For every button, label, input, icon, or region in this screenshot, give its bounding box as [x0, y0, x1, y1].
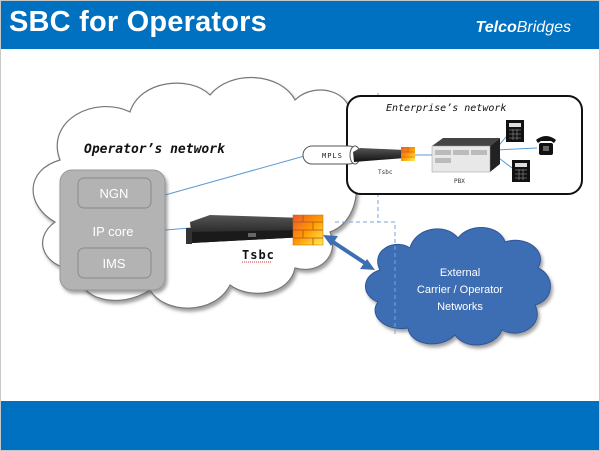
ims-label: IMS [102, 256, 125, 271]
pbx-label: PBX [454, 178, 465, 185]
enterprise-network-label: Enterprise’s network [386, 103, 506, 114]
slide-header: SBC for Operators TelcoBridges [1, 1, 599, 49]
external-label-line2: Carrier / Operator [417, 284, 504, 296]
operator-network-label: Operator’s network [84, 142, 226, 157]
operator-firewall-icon [292, 214, 324, 246]
desk-phone-icon [506, 120, 524, 142]
enterprise-tsbc-label: Tsbc [378, 169, 393, 176]
ip-core-label: IP core [93, 224, 134, 239]
operator-tsbc-label: Tsbc [242, 248, 275, 262]
logo-part1: Telco [475, 19, 517, 36]
slide-title: SBC for Operators [9, 6, 267, 38]
ngn-box [77, 177, 152, 209]
slide-footer [1, 401, 599, 450]
ims-box [77, 247, 152, 279]
telcobridges-logo: TelcoBridges [476, 19, 571, 37]
link-ngn-mpls [164, 154, 309, 196]
ngn-label: NGN [100, 186, 129, 201]
logo-part2: Bridges [516, 19, 571, 36]
external-label-line1: External [440, 267, 480, 279]
pbx-icon [431, 138, 500, 173]
external-label-line3: Networks [437, 301, 483, 313]
operator-tsbc-server-rack-icon [186, 215, 305, 244]
enterprise-tsbc-server-rack-icon [353, 148, 405, 162]
bidirectional-arrow-icon [323, 235, 375, 270]
external-networks-cloud [365, 226, 551, 346]
mpls-label: MPLS [322, 152, 343, 160]
enterprise-firewall-icon [401, 147, 415, 161]
classic-phone-icon [536, 136, 556, 155]
link-ipcore-tsbc [164, 227, 191, 231]
mpls-tunnel: MPLS [302, 145, 361, 165]
link-pbx-phone2 [494, 147, 538, 151]
desk-phone-icon [512, 160, 530, 182]
